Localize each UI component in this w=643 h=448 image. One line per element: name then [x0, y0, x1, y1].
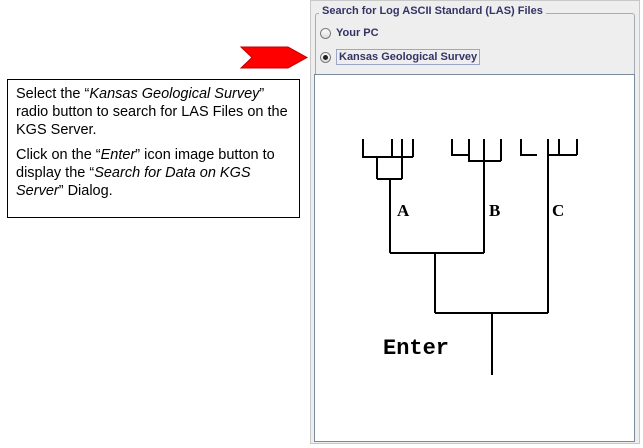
- branch-label-a: A: [397, 201, 410, 220]
- branch-label-c: C: [552, 201, 564, 220]
- enter-label: Enter: [383, 336, 449, 361]
- radio-kansas-geological-survey[interactable]: Kansas Geological Survey: [320, 48, 481, 66]
- callout-paragraph-1: Select the “Kansas Geological Survey” ra…: [16, 86, 288, 138]
- radio-your-pc[interactable]: Your PC: [320, 24, 379, 42]
- branch-label-b: B: [489, 201, 500, 220]
- radio-label-your-pc: Your PC: [336, 27, 379, 39]
- enter-button[interactable]: A B C Enter: [314, 74, 635, 442]
- group-title: Search for Log ASCII Standard (LAS) File…: [319, 5, 546, 17]
- radio-icon[interactable]: [320, 51, 331, 63]
- radio-icon[interactable]: [320, 27, 331, 39]
- callout-paragraph-2: Click on the “Enter” icon image button t…: [16, 147, 275, 199]
- radio-label-kgs: Kansas Geological Survey: [336, 49, 481, 65]
- branching-tree-icon: A B C Enter: [362, 139, 578, 375]
- instruction-callout: Select the “Kansas Geological Survey” ra…: [7, 79, 300, 218]
- red-arrow-icon: [240, 46, 308, 69]
